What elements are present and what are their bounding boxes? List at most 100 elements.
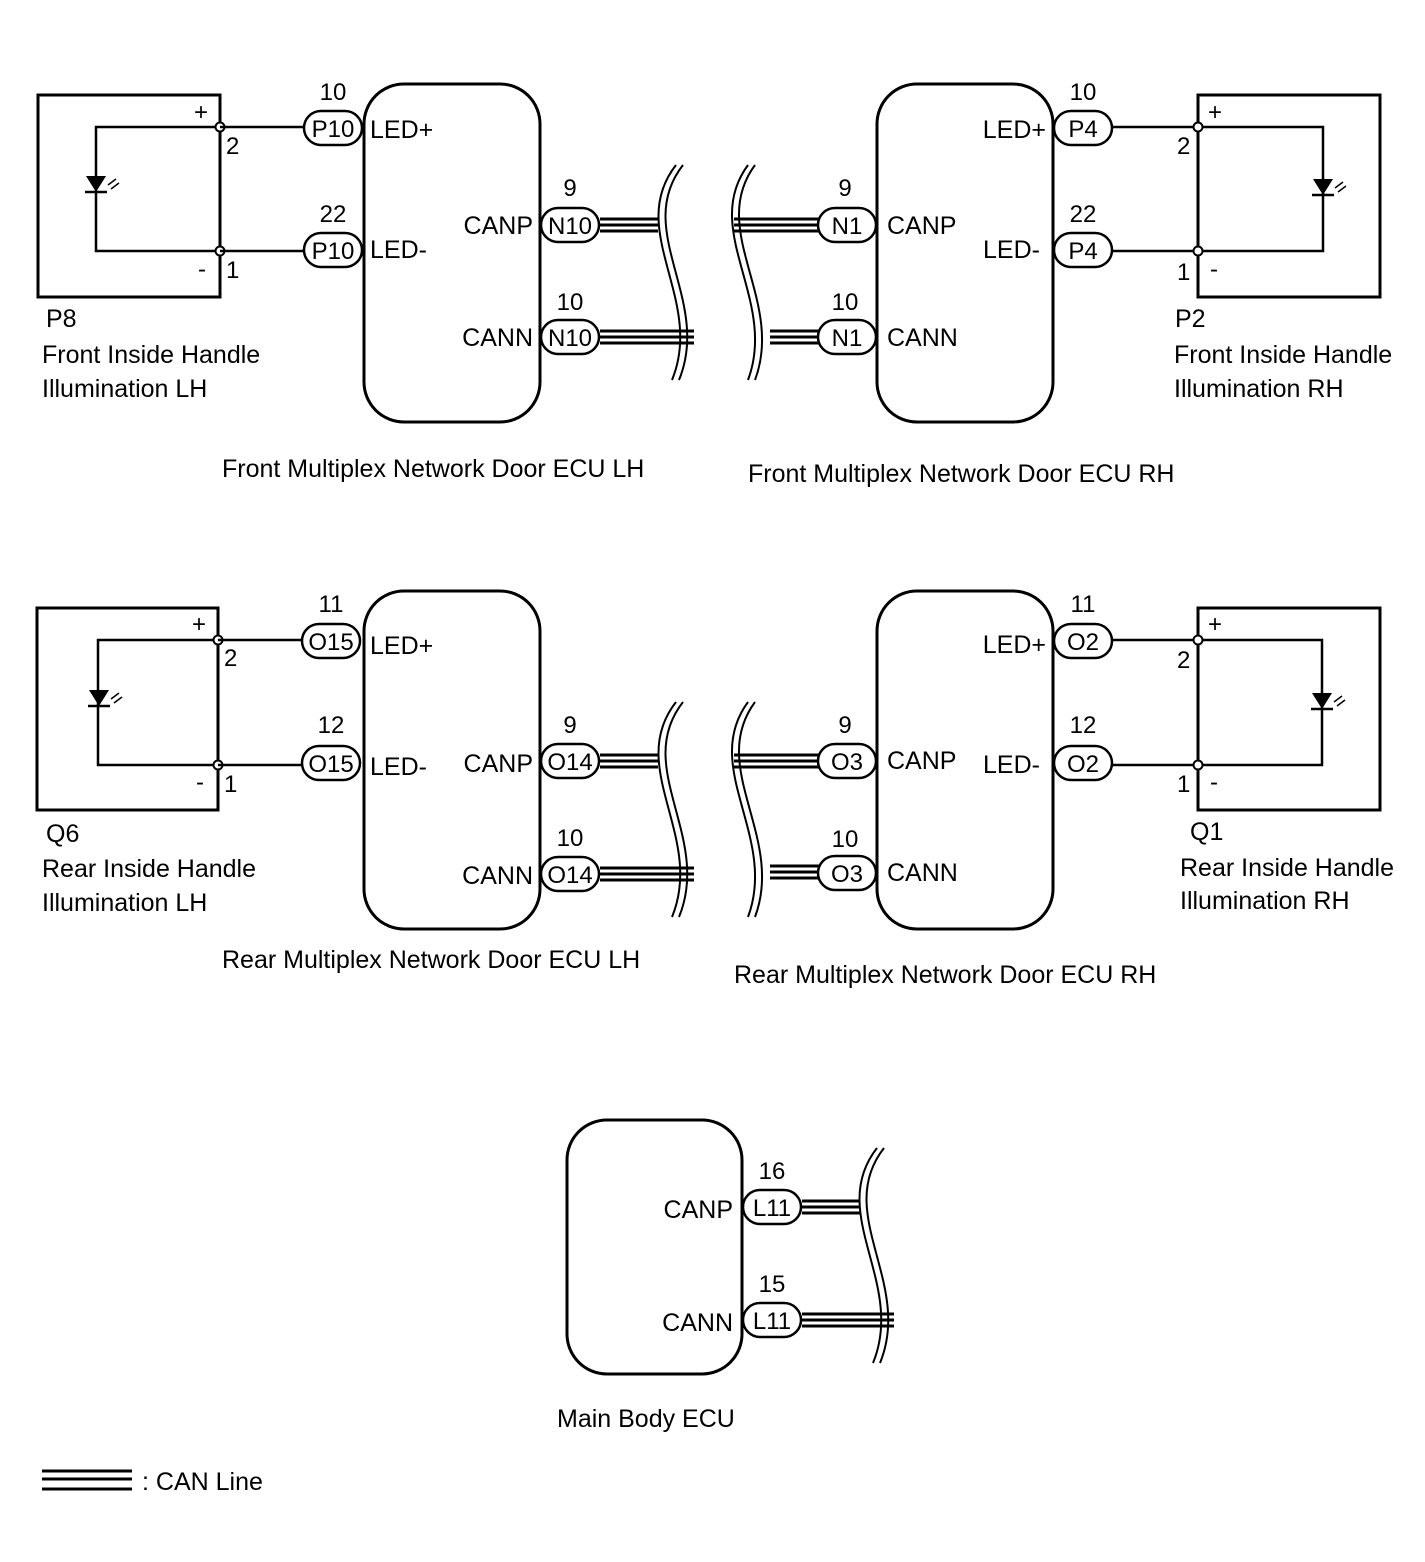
connector-label: N10 — [548, 213, 592, 240]
lamp-q1-name-line2: Illumination RH — [1180, 887, 1350, 915]
terminal-label: CANP — [887, 747, 956, 775]
terminal-label: CANP — [464, 750, 533, 778]
ecu-front-lh-name: Front Multiplex Network Door ECU LH — [222, 455, 644, 483]
connector-label: P4 — [1068, 116, 1097, 143]
connector-label: P4 — [1068, 238, 1097, 265]
terminal-label: CANP — [887, 212, 956, 240]
lamp-p8-pin-top: 2 — [226, 133, 239, 160]
terminal-label: CANN — [887, 859, 958, 887]
ecu-front-lh-body — [362, 82, 542, 424]
connector-pill — [1052, 744, 1114, 782]
wire-break — [737, 701, 764, 918]
terminal-label: CANP — [464, 212, 533, 240]
connector-label: O2 — [1067, 751, 1099, 778]
can-line — [734, 217, 820, 233]
connector-label: O3 — [831, 749, 863, 776]
pin-number: 10 — [832, 289, 859, 316]
connector-label: O14 — [547, 862, 592, 889]
lamp-p2-terminal-minus — [1192, 245, 1204, 257]
pin-number: 10 — [557, 825, 584, 852]
pin-number: 11 — [1071, 591, 1096, 618]
ecu-main-body-body — [565, 1118, 744, 1376]
lamp-p2-pin-bottom: 1 — [1177, 259, 1190, 286]
lamp-q1-body — [1196, 606, 1382, 812]
can-line — [600, 217, 658, 233]
connector-label: N10 — [548, 325, 592, 352]
lamp-q1-pin-top: 2 — [1177, 647, 1190, 674]
terminal-label: CANN — [662, 1309, 733, 1337]
connector-pill — [741, 1188, 803, 1226]
pin-number: 10 — [1070, 79, 1097, 106]
connector-label: O2 — [1067, 629, 1099, 656]
can-line — [600, 866, 694, 882]
wire-break — [664, 701, 689, 918]
lamp-p2-circuit — [1198, 125, 1325, 253]
connector-pill — [539, 855, 601, 893]
connector-pill — [741, 1301, 803, 1339]
pin-number: 15 — [759, 1271, 786, 1298]
lamp-q6-name-line1: Rear Inside Handle — [42, 855, 256, 883]
lamp-q6-plus: + — [192, 611, 206, 638]
can-line — [600, 753, 658, 769]
lamp-q1-circuit — [1198, 638, 1324, 767]
connector-pill — [302, 231, 364, 269]
connector-label: P10 — [312, 116, 355, 143]
lamp-q6-name-line2: Illumination LH — [42, 889, 207, 917]
pin-number: 9 — [838, 712, 851, 739]
lamp-p8-pin-bottom: 1 — [226, 257, 239, 284]
legend: : CAN Line — [42, 1468, 263, 1496]
can-line — [600, 329, 694, 345]
pin-number: 9 — [563, 175, 576, 202]
ecu-rear-rh: O3 O3 9 10 CANP CANN LED+ LED- O2 O2 11 … — [730, 589, 1198, 989]
pin-number: 10 — [320, 79, 347, 106]
lamp-p2-name-line2: Illumination RH — [1174, 375, 1344, 403]
pin-number: 12 — [318, 712, 345, 739]
lamp-p2-body — [1196, 93, 1382, 299]
lamp-q6-body — [35, 606, 220, 812]
pin-number: 12 — [1070, 712, 1097, 739]
connector-label: O15 — [308, 751, 353, 778]
lamp-q1-pin-bottom: 1 — [1177, 771, 1190, 798]
can-line — [802, 1312, 894, 1328]
wire-break — [664, 164, 689, 381]
pin-number: 11 — [319, 591, 344, 618]
lamp-q1-terminal-plus — [1192, 634, 1204, 646]
connector-label: O3 — [831, 861, 863, 888]
ecu-rear-lh: O15 O15 11 12 LED+ LED- CANP CANN O14 O1… — [218, 589, 694, 974]
can-line — [770, 329, 820, 345]
legend-can-line-swatch — [42, 1469, 132, 1491]
led-icon — [85, 176, 120, 194]
lamp-p2-pin-top: 2 — [1177, 133, 1190, 160]
terminal-label: LED- — [370, 236, 427, 264]
lamp-p8-circuit — [94, 125, 220, 253]
lamp-q6-circuit — [96, 638, 218, 767]
connector-label: O15 — [308, 629, 353, 656]
terminal-label: CANP — [664, 1196, 733, 1224]
connector-label: O14 — [547, 749, 592, 776]
can-line — [734, 753, 820, 769]
wire-break — [657, 701, 682, 918]
connector-pill — [539, 206, 601, 244]
lamp-q1-plus: + — [1208, 611, 1222, 638]
can-line — [770, 864, 820, 880]
led-icon — [1311, 693, 1346, 711]
ecu-rear-rh-name: Rear Multiplex Network Door ECU RH — [734, 961, 1156, 989]
ecu-main-body: CANP CANN L11 L11 16 15 Main Body ECU — [557, 1118, 894, 1433]
lamp-q6-pin-bottom: 1 — [224, 771, 237, 798]
terminal-label: LED+ — [983, 631, 1046, 659]
wire-break — [858, 1147, 883, 1364]
terminal-label: LED- — [370, 753, 427, 781]
lamp-p2-minus: - — [1210, 256, 1218, 283]
connector-label: N1 — [832, 213, 863, 240]
lamp-p8-minus: - — [198, 256, 206, 283]
ecu-front-rh-name: Front Multiplex Network Door ECU RH — [748, 460, 1175, 488]
wire-break — [730, 164, 757, 381]
wire-break — [730, 701, 757, 918]
ecu-front-lh: P10 P10 10 22 LED+ LED- CANP CANN N10 N1… — [220, 79, 694, 483]
connector-label: P10 — [312, 238, 355, 265]
lamp-q1: + - 2 1 Q1 Rear Inside Handle Illuminati… — [1177, 606, 1394, 915]
pin-number: 22 — [320, 201, 347, 228]
wire-break — [737, 164, 764, 381]
connector-pill — [539, 318, 601, 356]
